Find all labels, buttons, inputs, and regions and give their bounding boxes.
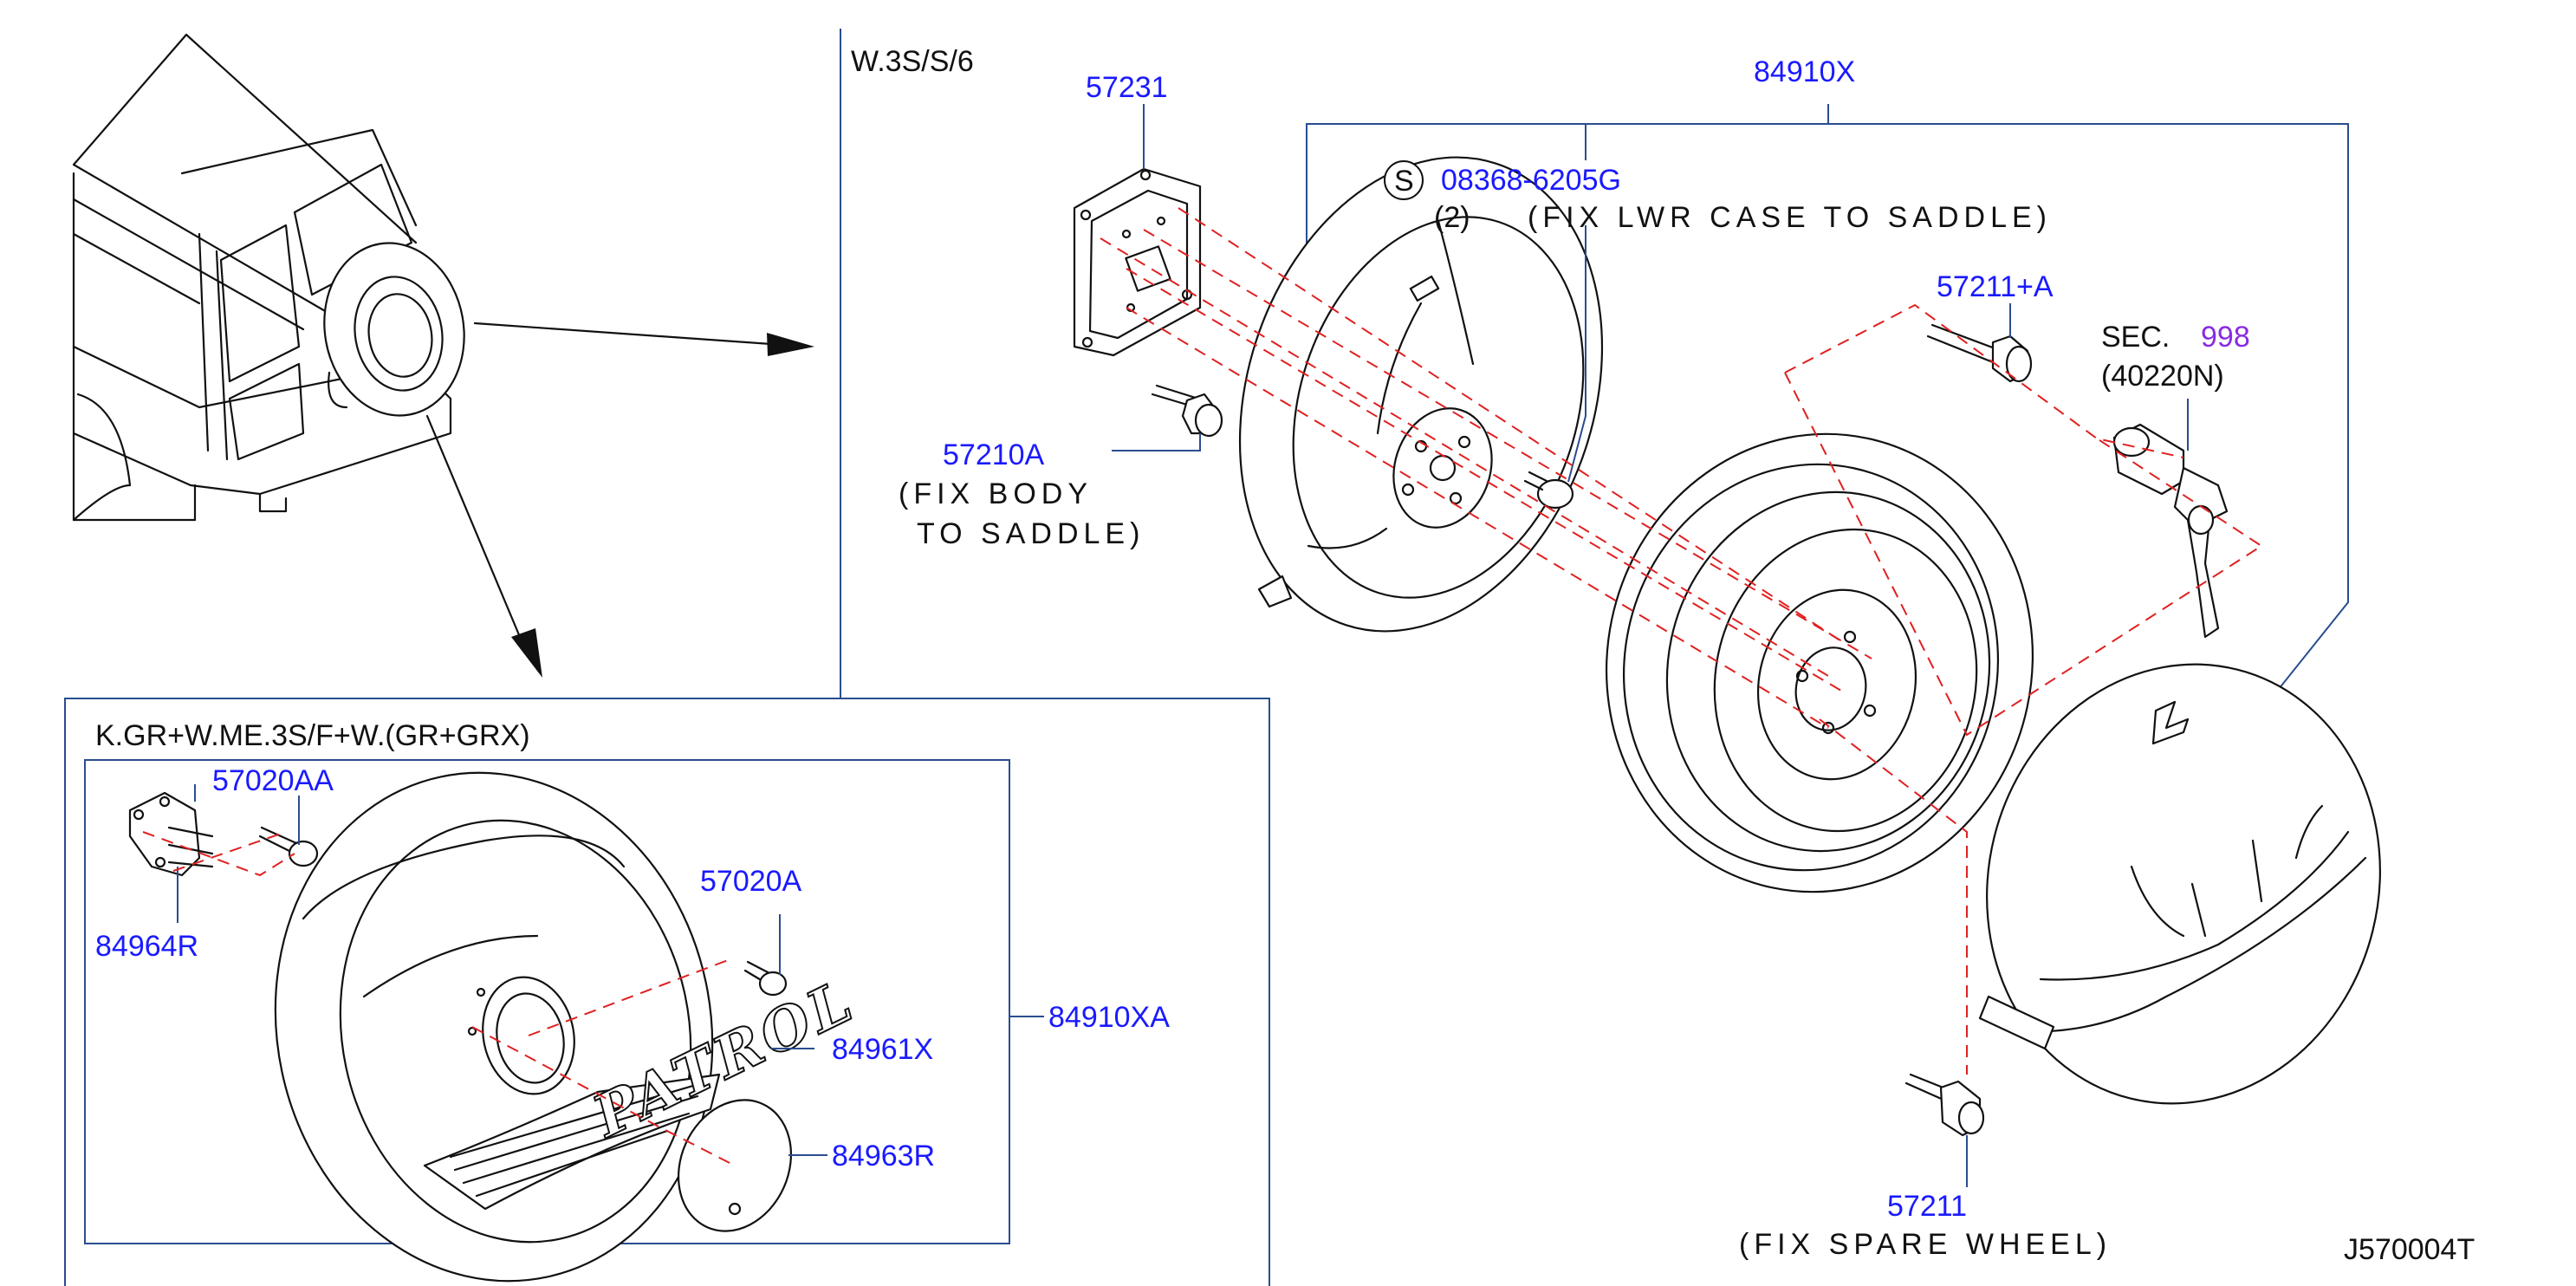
part-number-57231: 57231	[1086, 71, 1168, 104]
bolt-57211	[1904, 1073, 1985, 1137]
s-mark-letter: S	[1394, 165, 1414, 198]
part-number-08368-6205G: 08368-6205G	[1441, 164, 1621, 197]
section-ref-label: SEC.	[2101, 321, 2170, 354]
saddle-bracket-57231	[1073, 167, 1202, 357]
leader-84910X	[1306, 104, 2349, 711]
section-ref-number: 998	[2201, 321, 2250, 354]
spare-wheel-lower-case	[1238, 156, 1604, 633]
part-number-84964R: 84964R	[95, 930, 198, 963]
part-number-84910XA: 84910XA	[1048, 1001, 1170, 1034]
part-number-57210A: 57210A	[943, 438, 1045, 471]
part-number-84961X: 84961X	[832, 1033, 933, 1066]
part-number-57020A: 57020A	[700, 865, 802, 898]
part-number-84910X: 84910X	[1754, 55, 1855, 88]
lock-bolt-57211A	[1926, 323, 2033, 383]
vehicle-rear-illustration	[72, 33, 465, 522]
part-number-57211-plus-A: 57211+A	[1937, 270, 2054, 303]
spare-wheel-cover-84910XA	[274, 771, 721, 1283]
part-number-57020AA: 57020AA	[212, 764, 334, 797]
upper-view-variant-label: W.3S/S/6	[851, 45, 974, 78]
note-fix-lwr-case: (FIX LWR CASE TO SADDLE)	[1528, 201, 2052, 234]
drawing-code: J570004T	[2344, 1233, 2475, 1266]
lower-view-variant-label: K.GR+W.ME.3S/F+W.(GR+GRX)	[95, 719, 530, 752]
assembly-guide-lines-upper	[1100, 207, 2263, 1075]
spare-wheel-cover-84910X	[1978, 663, 2381, 1105]
bracket-84964R	[128, 791, 214, 877]
spare-wheel-tire	[1606, 432, 2034, 893]
bolt-57020A	[743, 960, 788, 997]
assembly-guide-lines-lower	[142, 831, 736, 1166]
part-number-84963R: 84963R	[832, 1140, 935, 1172]
bolt-57210A	[1151, 384, 1223, 438]
part-number-57211: 57211	[1887, 1190, 1967, 1223]
bolt-57020AA	[258, 826, 319, 867]
qty-08368-6205G: (2)	[1434, 201, 1470, 234]
part-number-40220N: (40220N)	[2101, 360, 2224, 393]
note-fix-spare-wheel: (FIX SPARE WHEEL)	[1739, 1228, 2112, 1261]
key-cylinder-40220N	[2112, 423, 2229, 639]
center-cap-84963R	[677, 1099, 793, 1232]
view-arrows	[425, 322, 814, 678]
note-fix-body: (FIX BODY	[899, 477, 1093, 510]
note-to-saddle: TO SADDLE)	[917, 517, 1145, 550]
s-mark-circle	[1384, 160, 1424, 200]
